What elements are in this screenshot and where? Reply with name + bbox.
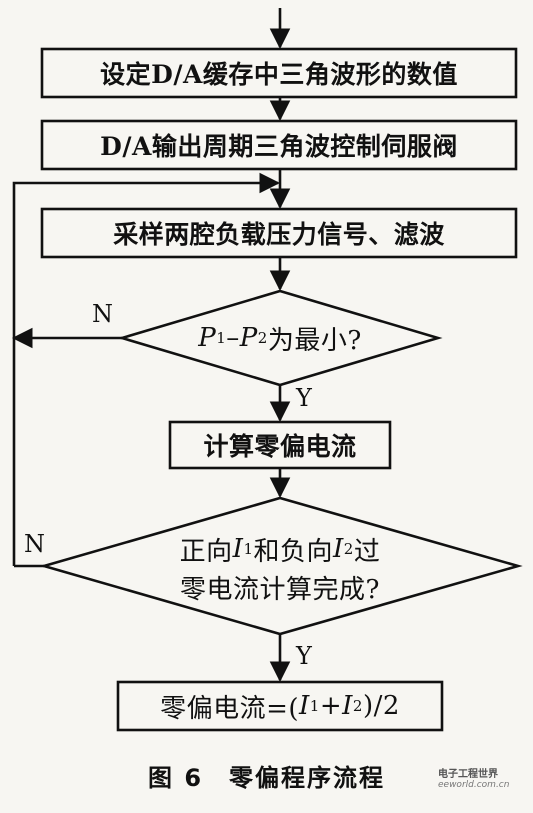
decision1-tail: 为最小?: [267, 325, 362, 356]
figure-caption: 图 6 零偏程序流程: [147, 764, 386, 792]
box-step5: [116, 680, 444, 732]
step5-i2: I: [342, 691, 353, 721]
decision2-a: 正向: [179, 536, 233, 567]
watermark-en: eeworld.com.cn: [438, 779, 510, 790]
yes-label-1: Y: [296, 384, 312, 412]
decision2-c: 过: [353, 536, 381, 567]
decision2-i1-sub: 1: [243, 540, 254, 558]
yes-label-2: Y: [296, 642, 312, 670]
decision2-i2-sub: 2: [343, 540, 354, 558]
step1-text: 设定D/A缓存中三角波形的数值: [100, 60, 458, 89]
step5-i1-sub: 1: [309, 697, 320, 715]
step5-i1: I: [299, 691, 310, 721]
step4-text: 计算零偏电流: [203, 432, 357, 461]
decision1-p1: P: [198, 323, 217, 353]
decision1-p2: P: [239, 323, 258, 353]
step5-b: )/2: [362, 691, 400, 721]
line-loop-back: [12, 172, 281, 566]
decision2-i1: I: [232, 534, 244, 564]
step3-text: 采样两腔负载压力信号、滤波: [113, 220, 445, 249]
step5-i2-sub: 2: [352, 697, 363, 715]
decision1-sub2: 2: [257, 329, 268, 347]
watermark-zh: 电子工程世界: [438, 769, 498, 780]
step5-a: 零偏电流=(: [160, 693, 300, 724]
decision1-sub1: 1: [216, 329, 227, 347]
watermark-logo: 电子工程世界 eeworld.com.cn: [438, 769, 530, 790]
step2-text: D/A输出周期三角波控制伺服阀: [100, 132, 458, 161]
decision2-i2: I: [333, 534, 344, 564]
step5-plus: +: [319, 691, 343, 721]
decision1-dash: –: [226, 323, 240, 353]
decision2-b: 和负向: [253, 536, 333, 567]
decision2-line2: 零电流计算完成?: [180, 574, 380, 605]
no-label-1: N: [92, 300, 113, 328]
no-label-2: N: [24, 530, 45, 558]
